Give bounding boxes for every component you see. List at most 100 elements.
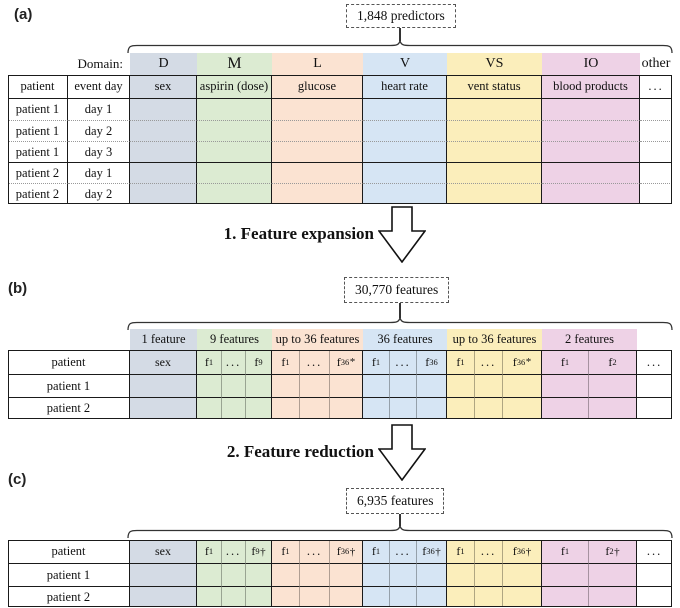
data-cell: [542, 397, 589, 419]
feature-header-cell: sex: [130, 350, 197, 375]
feature-symbol: f: [336, 544, 341, 558]
curly-brace-c: [127, 525, 673, 539]
data-cell: [363, 586, 390, 607]
data-cell: [197, 99, 272, 120]
group-count-M: 9 features: [197, 329, 272, 350]
data-cell: [640, 183, 672, 204]
step-1-label: 1. Feature expansion: [223, 224, 374, 243]
row-label-cell: patient 2: [8, 162, 68, 183]
feature-header-cell: ...: [222, 350, 246, 375]
data-cell: [542, 120, 640, 141]
row-label-cell: day 1: [68, 162, 130, 183]
feature-symbol: f: [425, 354, 430, 369]
row-label-cell: day 2: [68, 120, 130, 141]
data-cell: [447, 183, 542, 204]
group-count-D: 1 feature: [130, 329, 197, 350]
data-cell: [246, 375, 272, 397]
feature-symbol: f: [371, 544, 376, 558]
feature-subscript: 1: [285, 546, 290, 557]
data-cell: [130, 99, 197, 120]
data-cell: [272, 162, 363, 183]
domain-letter: VS: [485, 56, 504, 71]
feature-marker: *: [349, 356, 356, 368]
feature-marker: †: [260, 545, 266, 558]
data-cell: [542, 162, 640, 183]
feature-marker: *: [525, 356, 532, 368]
predictors-count-box: 1,848 predictors: [346, 4, 456, 28]
data-cell: [475, 375, 503, 397]
panel-a-label: (a): [14, 6, 33, 23]
data-cell: [330, 375, 363, 397]
group-count-IO: 2 features: [542, 329, 637, 350]
column-header-other: ...: [640, 75, 672, 99]
feature-subscript: 1: [460, 356, 465, 367]
feature-symbol: f: [254, 354, 259, 369]
feature-header-cell: ...: [300, 540, 330, 564]
row-label-cell: patient 1: [8, 375, 130, 397]
column-header-patient: patient: [8, 75, 68, 99]
feature-marker: †: [525, 545, 532, 558]
domain-cell-VS: VS: [447, 53, 542, 75]
feature-symbol: f: [281, 544, 286, 558]
group-count-V: 36 features: [363, 329, 447, 350]
feature-subscript: 1: [564, 546, 570, 557]
data-cell: [246, 397, 272, 419]
data-cell: [246, 586, 272, 607]
data-cell: [300, 586, 330, 607]
data-cell: [272, 120, 363, 141]
group-count-other: [637, 329, 672, 350]
data-cell: [589, 375, 637, 397]
data-cell: [447, 397, 475, 419]
domain-cell-IO: IO: [542, 53, 640, 75]
data-cell: [272, 564, 300, 586]
feature-symbol: f: [204, 354, 209, 369]
data-cell: [363, 120, 447, 141]
feature-symbol: f: [336, 354, 341, 369]
data-cell: [503, 586, 542, 607]
feature-subscript: 2: [612, 356, 617, 367]
row-label-cell: patient 1: [8, 120, 68, 141]
data-cell: [390, 375, 417, 397]
column-header-glucose: glucose: [272, 75, 363, 99]
data-cell: [300, 397, 330, 419]
column-header-vent-status: vent status: [447, 75, 542, 99]
domain-cell-D: D: [130, 53, 197, 75]
feature-subscript: 1: [208, 546, 214, 557]
connector-tick: [399, 303, 401, 318]
data-cell: [503, 564, 542, 586]
feature-subscript: 1: [564, 356, 570, 367]
data-cell: [197, 397, 222, 419]
row-label-cell: day 3: [68, 141, 130, 162]
connector-tick: [399, 28, 401, 41]
data-cell: [130, 162, 197, 183]
feature-marker: †: [435, 545, 441, 558]
domain-letter: other: [641, 56, 671, 71]
domain-letter: V: [399, 56, 411, 71]
down-arrow-icon: [378, 424, 426, 481]
panel-c-label: (c): [8, 471, 27, 488]
row-label-cell: patient 2: [8, 397, 130, 419]
column-header-blood-products: blood products: [542, 75, 640, 99]
feature-header-cell: ...: [300, 350, 330, 375]
data-cell: [475, 564, 503, 586]
row-label-cell: patient 2: [8, 586, 130, 607]
feature-symbol: f: [371, 354, 376, 369]
data-cell: [222, 586, 246, 607]
data-cell: [417, 397, 447, 419]
data-cell: [637, 397, 672, 419]
curly-brace-a: [127, 40, 673, 54]
row-label-cell: patient 1: [8, 564, 130, 586]
feature-header-cell: ...: [222, 540, 246, 564]
data-cell: [640, 99, 672, 120]
data-cell: [363, 397, 390, 419]
domain-letter: D: [158, 56, 169, 71]
data-cell: [222, 375, 246, 397]
data-cell: [363, 564, 390, 586]
